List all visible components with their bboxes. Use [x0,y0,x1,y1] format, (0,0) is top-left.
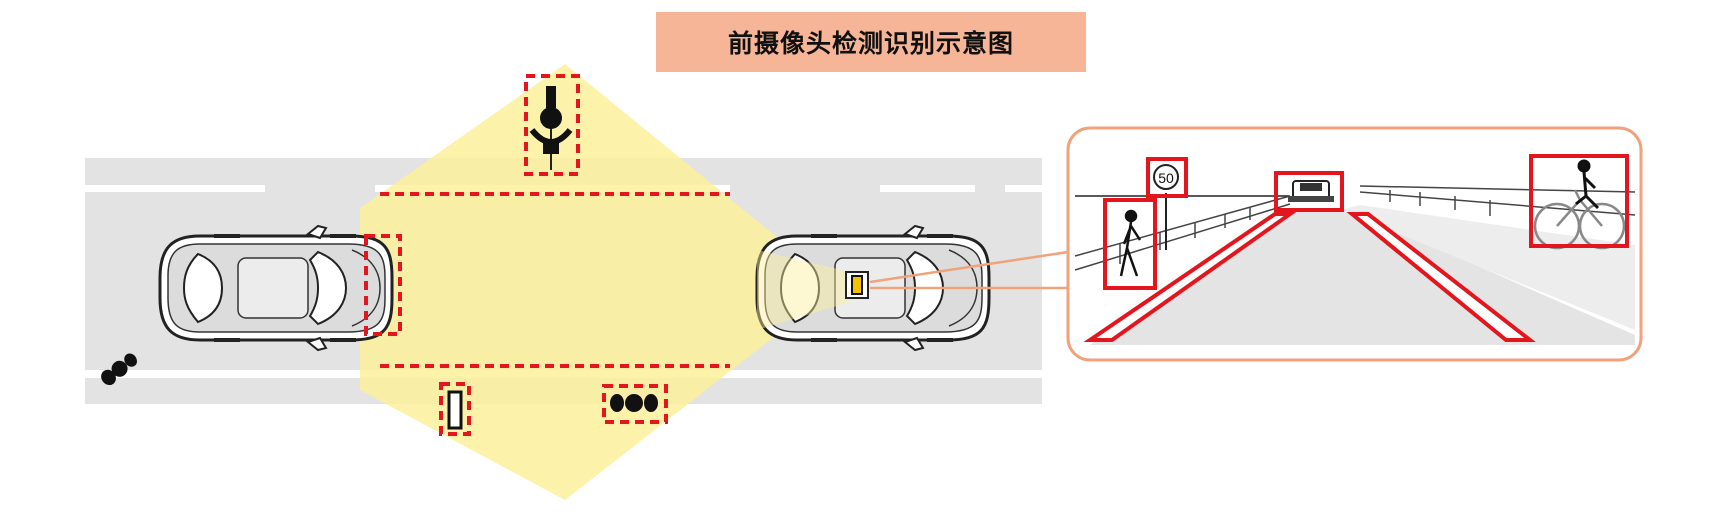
camera-fov-cone [360,64,838,500]
detection-box-cone [439,382,471,436]
inset-vehicle-icon [1288,180,1334,202]
inset-speed-sign-icon [1153,164,1179,190]
inset-pedestrian-icon [1119,209,1142,277]
cyclist-top-icon [529,86,573,170]
camera-to-inset-connector [869,250,1069,290]
lane-dash-marks [265,185,1005,192]
camera-view-inset: 50 [1066,126,1643,362]
roadside-pedestrian-icon [101,353,138,386]
detection-zone-lane-lines [380,192,730,368]
inset-detection-box-cyclist [1529,154,1629,248]
inset-right-lane-marking [1346,212,1536,342]
inset-cyclist-rider [1575,159,1600,210]
diagram-title: 前摄像头检测识别示意图 [656,12,1086,72]
inset-left-lane-marking [1083,212,1297,342]
traffic-cone-icon [447,390,463,430]
detection-box-pedestrian [602,384,668,424]
inset-detection-box-vehicle [1274,171,1344,212]
front-vehicle-car [158,224,394,352]
speed-sign-text: 50 [1158,170,1174,186]
detection-box-front-vehicle [364,234,402,336]
fov-overlay-tint [757,250,850,330]
inset-detection-box-pedestrian [1103,198,1157,290]
inset-detection-box-speed-sign [1146,157,1188,198]
pedestrian-top-icon [610,394,658,412]
front-camera-icon [845,271,869,299]
